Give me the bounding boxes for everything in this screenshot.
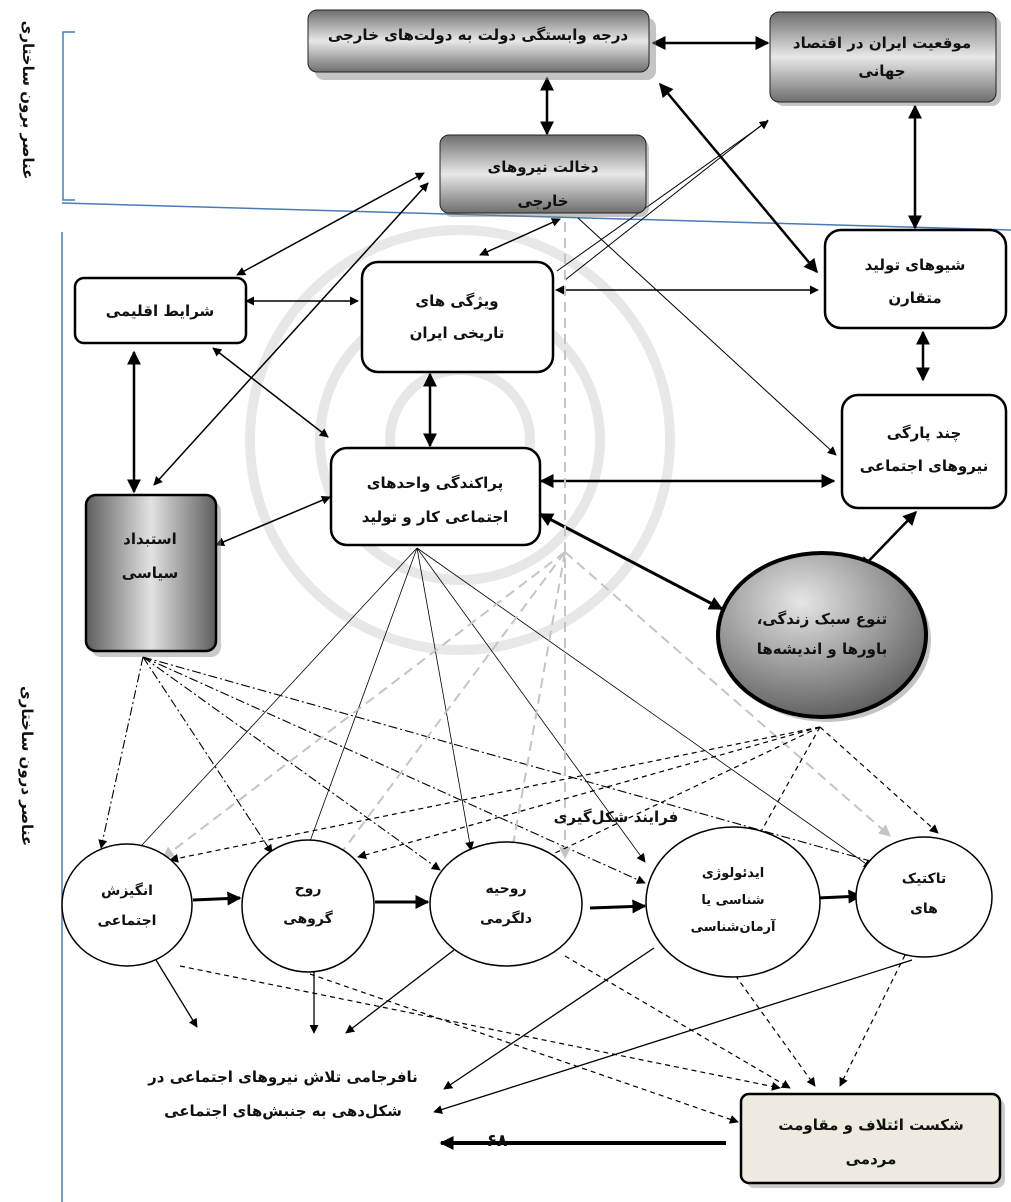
morale-node: روحیه دلگرمی bbox=[429, 841, 583, 967]
dispersion-label-2: اجتماعی کار و تولید bbox=[362, 508, 509, 526]
production-modes-node: شیوهای تولید متقارن bbox=[823, 228, 1008, 330]
connectors bbox=[98, 36, 939, 1150]
tactics-label-1: تاکتیک bbox=[902, 871, 946, 887]
ideology-label-2: شناسی یا bbox=[701, 893, 764, 908]
dispersion-label-1: پراکندگی واحدهای bbox=[367, 474, 503, 493]
fragmentation-node: چند پارگی نیروهای اجتماعی bbox=[840, 393, 1008, 510]
coalition-defeat-label-2: مردمی bbox=[846, 1150, 897, 1168]
climate-label: شرایط اقلیمی bbox=[106, 302, 215, 320]
lifestyle-node: تنوع سبک زندگی، باورها و اندیشه‌ها bbox=[716, 551, 931, 722]
coalition-defeat-label-1: شکست ائتلاف و مقاومت bbox=[778, 1116, 964, 1134]
production-modes-label-2: متقارن bbox=[888, 289, 941, 307]
historical-label-2: تاریخی ایران bbox=[410, 324, 505, 342]
fragmentation-label-1: چند پارگی bbox=[887, 424, 962, 443]
tactics-label-2: های bbox=[910, 901, 938, 917]
ideology-label-3: آرمان‌شناسی bbox=[691, 918, 776, 935]
failure-label-1: نافرجامی تلاش نیروهای اجتماعی در bbox=[147, 1068, 418, 1086]
foreign-intervention-label-1: دخالت نیروهای bbox=[487, 158, 598, 176]
dispersion-node: پراکندگی واحدهای اجتماعی کار و تولید bbox=[329, 446, 542, 547]
tactics-node: تاکتیک های bbox=[855, 836, 993, 958]
world-position-node: موقعیت ایران در اقتصاد جهانی bbox=[769, 11, 1001, 106]
group-spirit-node: روح گروهی bbox=[241, 839, 375, 973]
despotism-label-1: استبداد bbox=[123, 530, 177, 548]
foreign-intervention-node: دخالت نیروهای خارجی bbox=[439, 134, 649, 217]
failure-label-2: شکل‌دهی به جنبش‌های اجتماعی bbox=[164, 1102, 402, 1120]
despotism-label-2: سیاسی bbox=[122, 564, 178, 582]
despotism-node: استبداد سیاسی bbox=[84, 493, 221, 657]
group-spirit-label-1: روح bbox=[295, 881, 322, 897]
coalition-defeat-node: شکست ائتلاف و مقاومت مردمی bbox=[739, 1092, 1005, 1188]
morale-label-2: دلگرمی bbox=[480, 910, 532, 927]
ideology-label-1: ایدئولوژی bbox=[702, 866, 764, 881]
historical-node: ویژگی های تاریخی ایران bbox=[360, 260, 555, 374]
failure-node: نافرجامی تلاش نیروهای اجتماعی در شکل‌دهی… bbox=[147, 1068, 418, 1120]
motivation-node: انگیزش اجتماعی bbox=[61, 843, 193, 967]
page-number: ۶۸ bbox=[487, 1131, 508, 1151]
lifestyle-label-1: تنوع سبک زندگی، bbox=[757, 610, 888, 628]
historical-label-1: ویژگی های bbox=[415, 292, 498, 310]
motivation-label-2: اجتماعی bbox=[98, 913, 157, 929]
group-spirit-label-2: گروهی bbox=[283, 910, 333, 927]
climate-node: شرایط اقلیمی bbox=[73, 276, 248, 345]
world-position-label-1: موقعیت ایران در اقتصاد bbox=[793, 34, 971, 52]
morale-label-1: روحیه bbox=[485, 881, 526, 897]
outer-section-bracket bbox=[62, 31, 75, 201]
world-position-label-2: جهانی bbox=[858, 62, 905, 80]
dependency-node: درجه وابستگی دولت به دولت‌های خارجی bbox=[307, 9, 656, 80]
motivation-label-1: انگیزش bbox=[101, 882, 153, 899]
fragmentation-label-2: نیروهای اجتماعی bbox=[860, 457, 989, 475]
ideology-node: ایدئولوژی شناسی یا آرمان‌شناسی bbox=[645, 826, 821, 978]
lifestyle-label-2: باورها و اندیشه‌ها bbox=[757, 640, 888, 658]
process-label: فرایند شکل‌گیری bbox=[554, 808, 679, 826]
dependency-label: درجه وابستگی دولت به دولت‌های خارجی bbox=[328, 26, 629, 44]
foreign-intervention-label-2: خارجی bbox=[517, 192, 568, 210]
production-modes-label-1: شیوهای تولید bbox=[865, 256, 966, 274]
